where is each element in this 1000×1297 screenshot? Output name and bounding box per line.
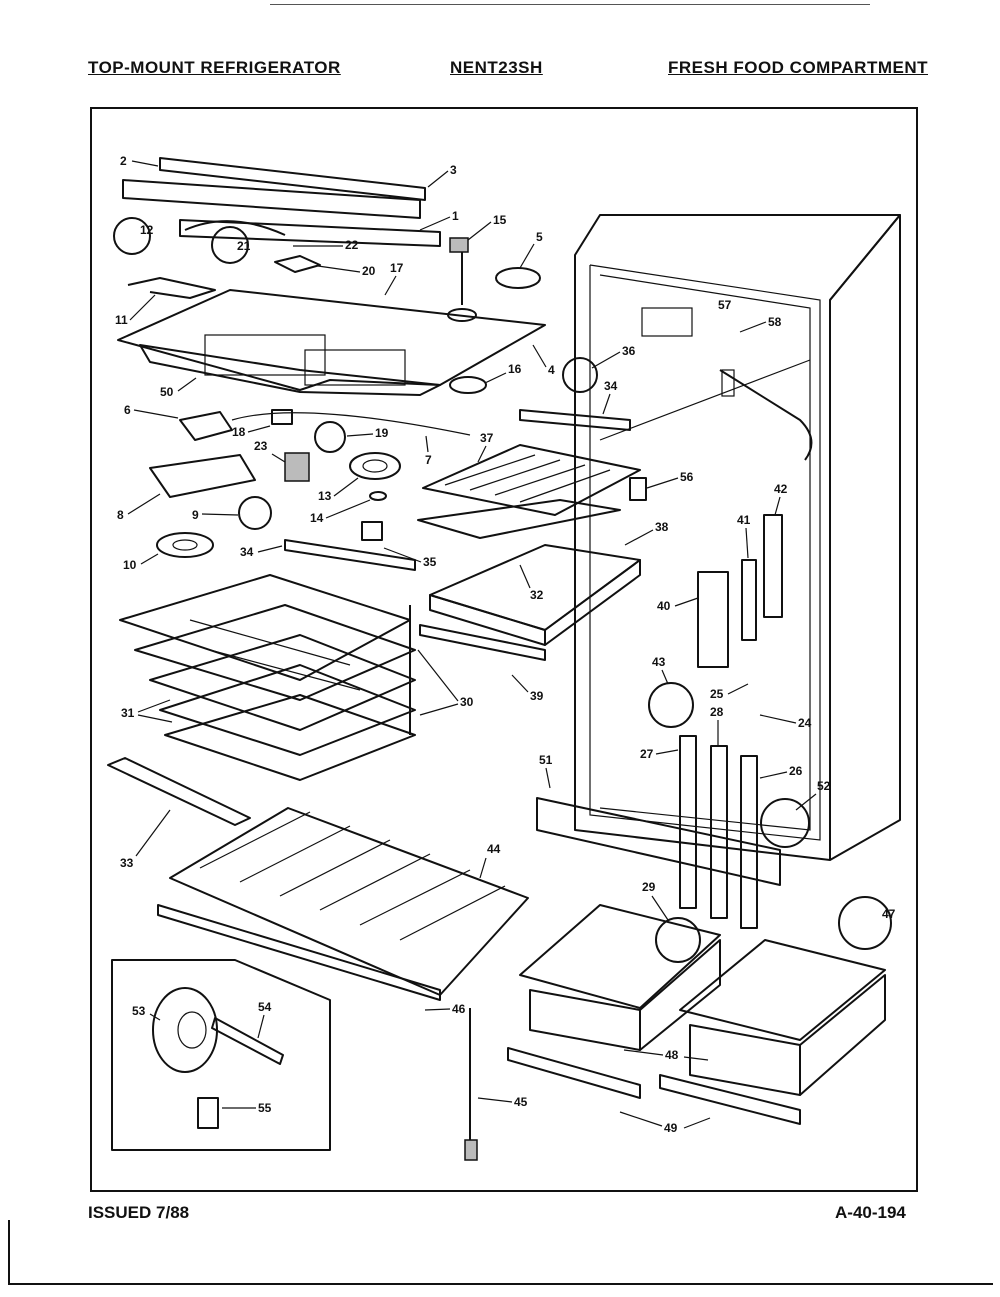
callout-34: 34	[604, 379, 618, 393]
callout-2: 2	[120, 154, 127, 168]
callout-37: 37	[480, 431, 494, 445]
callout-6: 6	[124, 403, 131, 417]
detail-circles	[562, 357, 892, 963]
callout-19: 19	[375, 426, 389, 440]
callout-54: 54	[258, 1000, 272, 1014]
callout-20: 20	[362, 264, 376, 278]
callout-33: 33	[120, 856, 134, 870]
callout-18: 18	[232, 425, 246, 439]
callout-46: 46	[452, 1002, 466, 1016]
callout-1: 1	[452, 209, 459, 223]
callout-10: 10	[123, 558, 137, 572]
callout-3: 3	[450, 163, 457, 177]
callout-43: 43	[652, 655, 666, 669]
header-product-type: TOP-MOUNT REFRIGERATOR	[88, 58, 341, 77]
callout-55: 55	[258, 1101, 272, 1115]
callout-40: 40	[657, 599, 671, 613]
callout-7: 7	[425, 453, 432, 467]
top-control-housing	[113, 157, 546, 396]
callout-36: 36	[622, 344, 636, 358]
callout-13: 13	[318, 489, 332, 503]
refrigerator-cabinet	[574, 214, 901, 861]
callout-15: 15	[493, 213, 507, 227]
callout-45: 45	[514, 1095, 528, 1109]
callout-53: 53	[132, 1004, 146, 1018]
callout-42: 42	[774, 482, 788, 496]
diagram-frame	[90, 107, 918, 1192]
callout-52: 52	[817, 779, 831, 793]
issued-date: ISSUED 7/88	[88, 1203, 190, 1222]
callout-21: 21	[237, 239, 251, 253]
callout-47: 47	[882, 907, 896, 921]
document-number: A-40-194	[835, 1203, 906, 1222]
callout-56: 56	[680, 470, 694, 484]
wire-shelves	[119, 574, 416, 781]
callout-50: 50	[160, 385, 174, 399]
callout-58: 58	[768, 315, 782, 329]
callout-44: 44	[487, 842, 501, 856]
callout-24: 24	[798, 716, 812, 730]
callout-28: 28	[710, 705, 724, 719]
callout-57: 57	[718, 298, 732, 312]
callout-38: 38	[655, 520, 669, 534]
callout-31: 31	[121, 706, 135, 720]
callout-5: 5	[536, 230, 543, 244]
header-model-number: NENT23SH	[450, 58, 543, 77]
callout-8: 8	[117, 508, 124, 522]
thermostat-assembly	[149, 409, 471, 558]
callout-12: 12	[140, 223, 154, 237]
callout-25: 25	[710, 687, 724, 701]
top-scan-line	[270, 4, 870, 5]
callout-34: 34	[240, 545, 254, 559]
bottom-rule	[8, 1283, 993, 1285]
left-margin-rule	[8, 1220, 10, 1284]
callout-17: 17	[390, 261, 404, 275]
callout-32: 32	[530, 588, 544, 602]
callout-16: 16	[508, 362, 522, 376]
callout-29: 29	[642, 880, 656, 894]
callout-14: 14	[310, 511, 324, 525]
callout-30: 30	[460, 695, 474, 709]
upper-shelf-and-drawer	[284, 409, 647, 661]
inset-detail-box	[111, 959, 331, 1151]
callout-39: 39	[530, 689, 544, 703]
crisper-drawers	[464, 904, 886, 1161]
callout-35: 35	[423, 555, 437, 569]
callout-48: 48	[665, 1048, 679, 1062]
shelf-ladders	[536, 514, 783, 929]
callout-4: 4	[548, 363, 555, 377]
callout-labels: 2 3 1 15 5 12 21 22 20 17 11 4 50 16 36 …	[115, 154, 896, 1135]
callout-23: 23	[254, 439, 268, 453]
header-section-name: FRESH FOOD COMPARTMENT	[668, 58, 929, 77]
callout-27: 27	[640, 747, 654, 761]
glass-shelf	[107, 757, 529, 1001]
callout-9: 9	[192, 508, 199, 522]
callout-22: 22	[345, 238, 359, 252]
callout-49: 49	[664, 1121, 678, 1135]
callout-26: 26	[789, 764, 803, 778]
callout-41: 41	[737, 513, 751, 527]
callout-11: 11	[115, 313, 128, 327]
callout-51: 51	[539, 753, 553, 767]
